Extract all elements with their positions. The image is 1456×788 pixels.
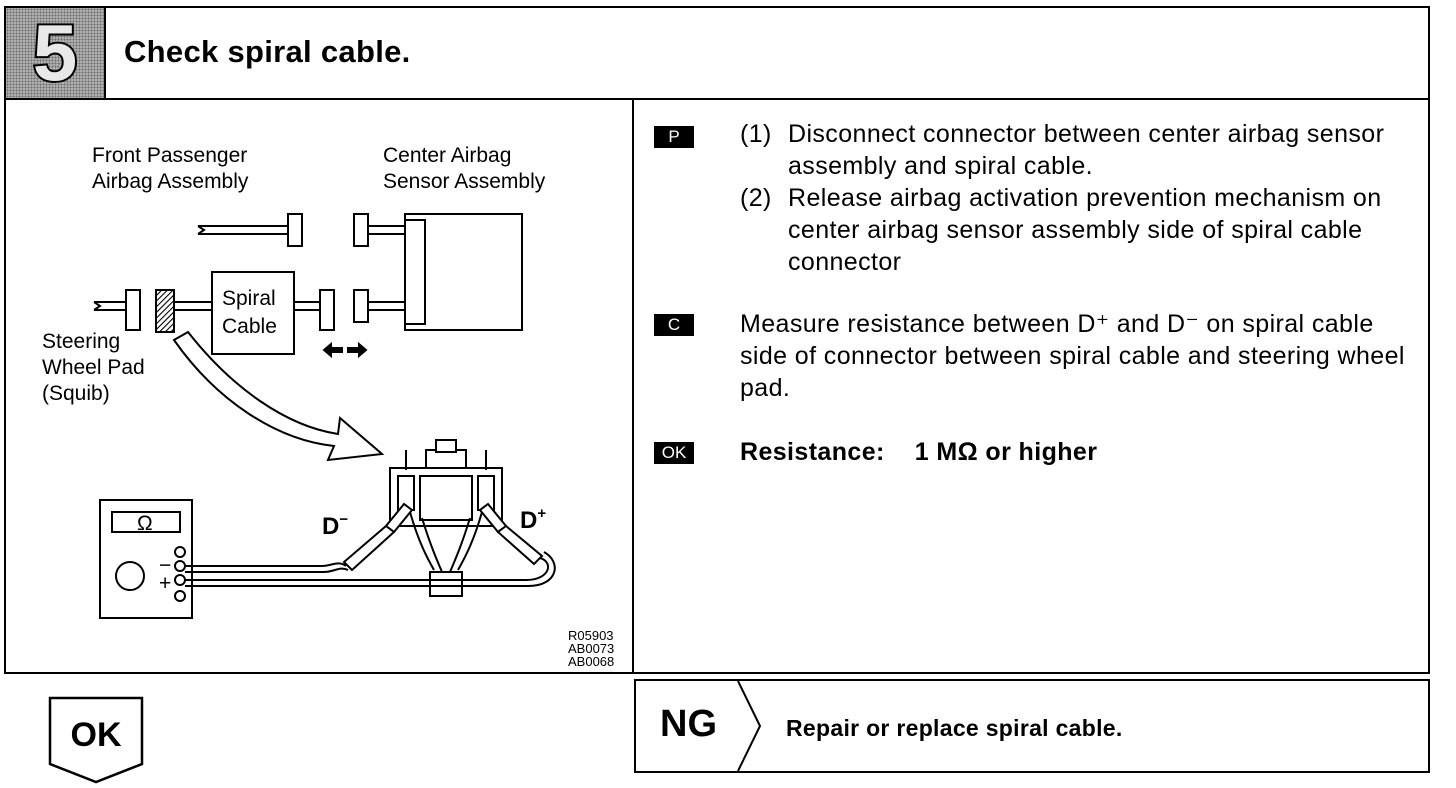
ohm-unit: Ω	[137, 512, 153, 535]
check-badge: C	[654, 314, 694, 336]
spiral-cable-box	[174, 271, 335, 355]
spiral-cable-diagram: Front Passenger Airbag Assembly Center A…	[42, 144, 614, 669]
spiral-cable-label-2: Cable	[222, 315, 277, 338]
ng-action-text: Repair or replace spiral cable.	[786, 715, 1123, 741]
prepare-badge: P	[654, 126, 694, 148]
resistance-value: 1 MΩ or higher	[914, 438, 1098, 466]
front-passenger-connector	[197, 213, 303, 247]
steering-pad-label-1: Steering	[42, 330, 120, 353]
center-sensor-label-2: Sensor Assembly	[383, 170, 546, 193]
prepare-steps: (1) Disconnect connector between center …	[740, 118, 1410, 278]
step-title: Check spiral cable.	[124, 34, 411, 69]
resistance-label: Resistance:	[740, 438, 885, 466]
probes	[342, 502, 544, 572]
steering-pad-label-2: Wheel Pad	[42, 356, 145, 379]
ng-divider	[737, 681, 762, 771]
steering-pad-label-3: (Squib)	[42, 382, 110, 405]
step-number: 5	[31, 8, 79, 97]
front-passenger-label-1: Front Passenger	[92, 144, 247, 167]
prepare-step-2: (2) Release airbag activation prevention…	[740, 184, 1382, 276]
step-frame: 5 Check spiral cable. Front Passenger Ai…	[4, 6, 1430, 674]
center-airbag-sensor	[353, 213, 523, 331]
check-text: Measure resistance between D⁺ and D⁻ on …	[740, 310, 1405, 402]
magnify-arrow	[172, 330, 385, 462]
diagram-panel: Front Passenger Airbag Assembly Center A…	[6, 100, 634, 672]
ng-result-box: NG Repair or replace spiral cable.	[634, 679, 1430, 773]
test-leads	[185, 551, 556, 587]
meter-plus: +	[159, 572, 171, 595]
ohmmeter	[99, 499, 193, 619]
step-header: 5 Check spiral cable.	[6, 8, 1428, 100]
terminal-d-plus: D+	[520, 505, 546, 534]
center-sensor-label-1: Center Airbag	[383, 144, 511, 167]
step-number-box: 5	[6, 8, 106, 98]
hatched-connector	[155, 289, 175, 333]
spiral-cable-label-1: Spiral	[222, 287, 276, 310]
ok-spec-badge: OK	[654, 442, 694, 464]
figure-code-3: AB0068	[568, 654, 614, 669]
prepare-step-1: (1) Disconnect connector between center …	[740, 120, 1385, 180]
figure-code-1: R05903	[568, 628, 614, 643]
ok-result-shape	[48, 696, 144, 784]
ok-result-label: OK	[70, 716, 122, 754]
meter-minus: −	[159, 554, 171, 577]
ng-result-label: NG	[660, 703, 717, 745]
terminal-d-minus: D−	[322, 511, 348, 540]
figure-code-2: AB0073	[568, 641, 614, 656]
steering-pad-connector	[93, 289, 141, 331]
connector-closeup	[389, 439, 503, 597]
front-passenger-label-2: Airbag Assembly	[92, 170, 249, 193]
resistance-spec: Resistance: 1 MΩ or higher	[740, 436, 1410, 468]
disconnect-arrows	[322, 341, 368, 359]
instruction-panel: P (1) Disconnect connector between cente…	[636, 100, 1428, 672]
